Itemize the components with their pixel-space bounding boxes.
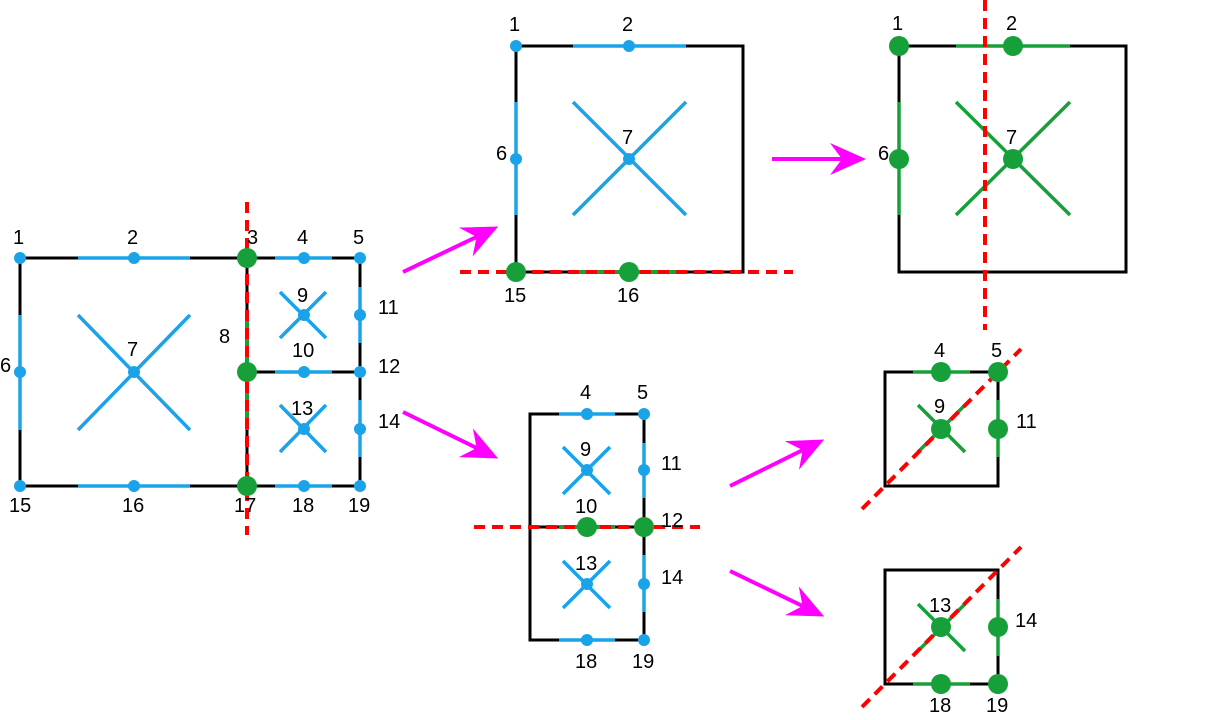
main-label-10: 10	[292, 340, 314, 362]
middle-piece: 4 5 9 10 11 12 13 14 18 19	[474, 382, 700, 673]
main-label-16: 16	[122, 495, 144, 517]
main-label-11: 11	[378, 297, 399, 319]
middle-piece-label-10: 10	[575, 496, 597, 518]
right-upper-piece-green-nodes	[931, 362, 1008, 439]
top-piece: 1 2 6 7 15 16	[460, 14, 793, 307]
main-label-18: 18	[292, 495, 314, 517]
main-label-4: 4	[297, 227, 308, 249]
right-lower-piece-label-13: 13	[929, 595, 951, 617]
middle-piece-label-18: 18	[575, 651, 597, 673]
main-label-2: 2	[127, 227, 138, 249]
main-label-1: 1	[13, 227, 24, 249]
middle-piece-label-12: 12	[661, 510, 683, 532]
arrow-to-right-upper-piece	[729, 439, 825, 488]
main-label-14: 14	[378, 411, 400, 433]
right-lower-piece-label-14: 14	[1015, 610, 1037, 632]
right-lower-piece-label-18: 18	[929, 695, 951, 717]
main-green-nodes	[237, 248, 257, 496]
main-label-13: 13	[291, 398, 313, 420]
main-label-7: 7	[127, 339, 138, 361]
main-label-19: 19	[348, 495, 370, 517]
main-label-12: 12	[378, 356, 400, 378]
middle-piece-blue-nodes	[581, 408, 650, 646]
top-piece-label-15: 15	[504, 285, 526, 307]
middle-piece-label-13: 13	[575, 553, 597, 575]
middle-piece-label-14: 14	[661, 567, 683, 589]
right-upper-piece-label-11: 11	[1016, 411, 1037, 433]
top-right-piece-green-nodes	[889, 36, 1023, 169]
main-diagram: 1 2 3 4 5 6 7 8 9 10 11 12 13 14 15 16 1…	[0, 202, 400, 535]
right-upper-piece-label-5: 5	[991, 340, 1002, 362]
top-piece-label-1: 1	[509, 14, 520, 36]
top-piece-blue-edges	[514, 44, 688, 217]
right-upper-piece: 4 5 9 11	[860, 340, 1037, 511]
right-upper-piece-label-4: 4	[934, 340, 945, 362]
top-piece-label-7: 7	[622, 127, 633, 149]
middle-piece-label-9: 9	[580, 439, 591, 461]
main-label-6: 6	[0, 355, 11, 377]
right-lower-piece: 13 14 18 19	[860, 545, 1037, 717]
right-upper-piece-label-9: 9	[934, 396, 945, 418]
transition-arrows	[402, 143, 866, 617]
main-blue-nodes	[14, 252, 366, 492]
top-right-piece-label-6: 6	[878, 143, 889, 165]
top-piece-blue-nodes	[510, 40, 635, 165]
top-right-piece-label-7: 7	[1006, 127, 1017, 149]
top-right-piece-label-2: 2	[1006, 13, 1017, 35]
main-label-8: 8	[219, 326, 230, 348]
main-label-15: 15	[9, 495, 31, 517]
main-label-9: 9	[297, 285, 308, 307]
main-label-17: 17	[234, 495, 256, 517]
main-label-3: 3	[247, 227, 258, 249]
top-right-piece: 1 2 6 7	[878, 0, 1128, 330]
middle-piece-label-19: 19	[632, 651, 654, 673]
middle-piece-label-4: 4	[580, 382, 591, 404]
right-lower-piece-label-19: 19	[986, 695, 1008, 717]
middle-piece-label-5: 5	[637, 382, 648, 404]
top-right-piece-label-1: 1	[892, 13, 903, 35]
top-piece-label-6: 6	[496, 143, 507, 165]
arrow-to-right-lower-piece	[729, 569, 825, 617]
top-piece-label-16: 16	[617, 285, 639, 307]
arrow-to-top-piece	[402, 226, 499, 274]
middle-piece-green-nodes	[577, 517, 654, 537]
arrow-to-middle-piece	[402, 410, 499, 459]
top-piece-label-2: 2	[622, 14, 633, 36]
right-lower-piece-green-nodes	[931, 617, 1008, 694]
main-label-5: 5	[353, 227, 364, 249]
middle-piece-label-11: 11	[661, 453, 682, 475]
top-piece-green-nodes	[506, 262, 639, 282]
